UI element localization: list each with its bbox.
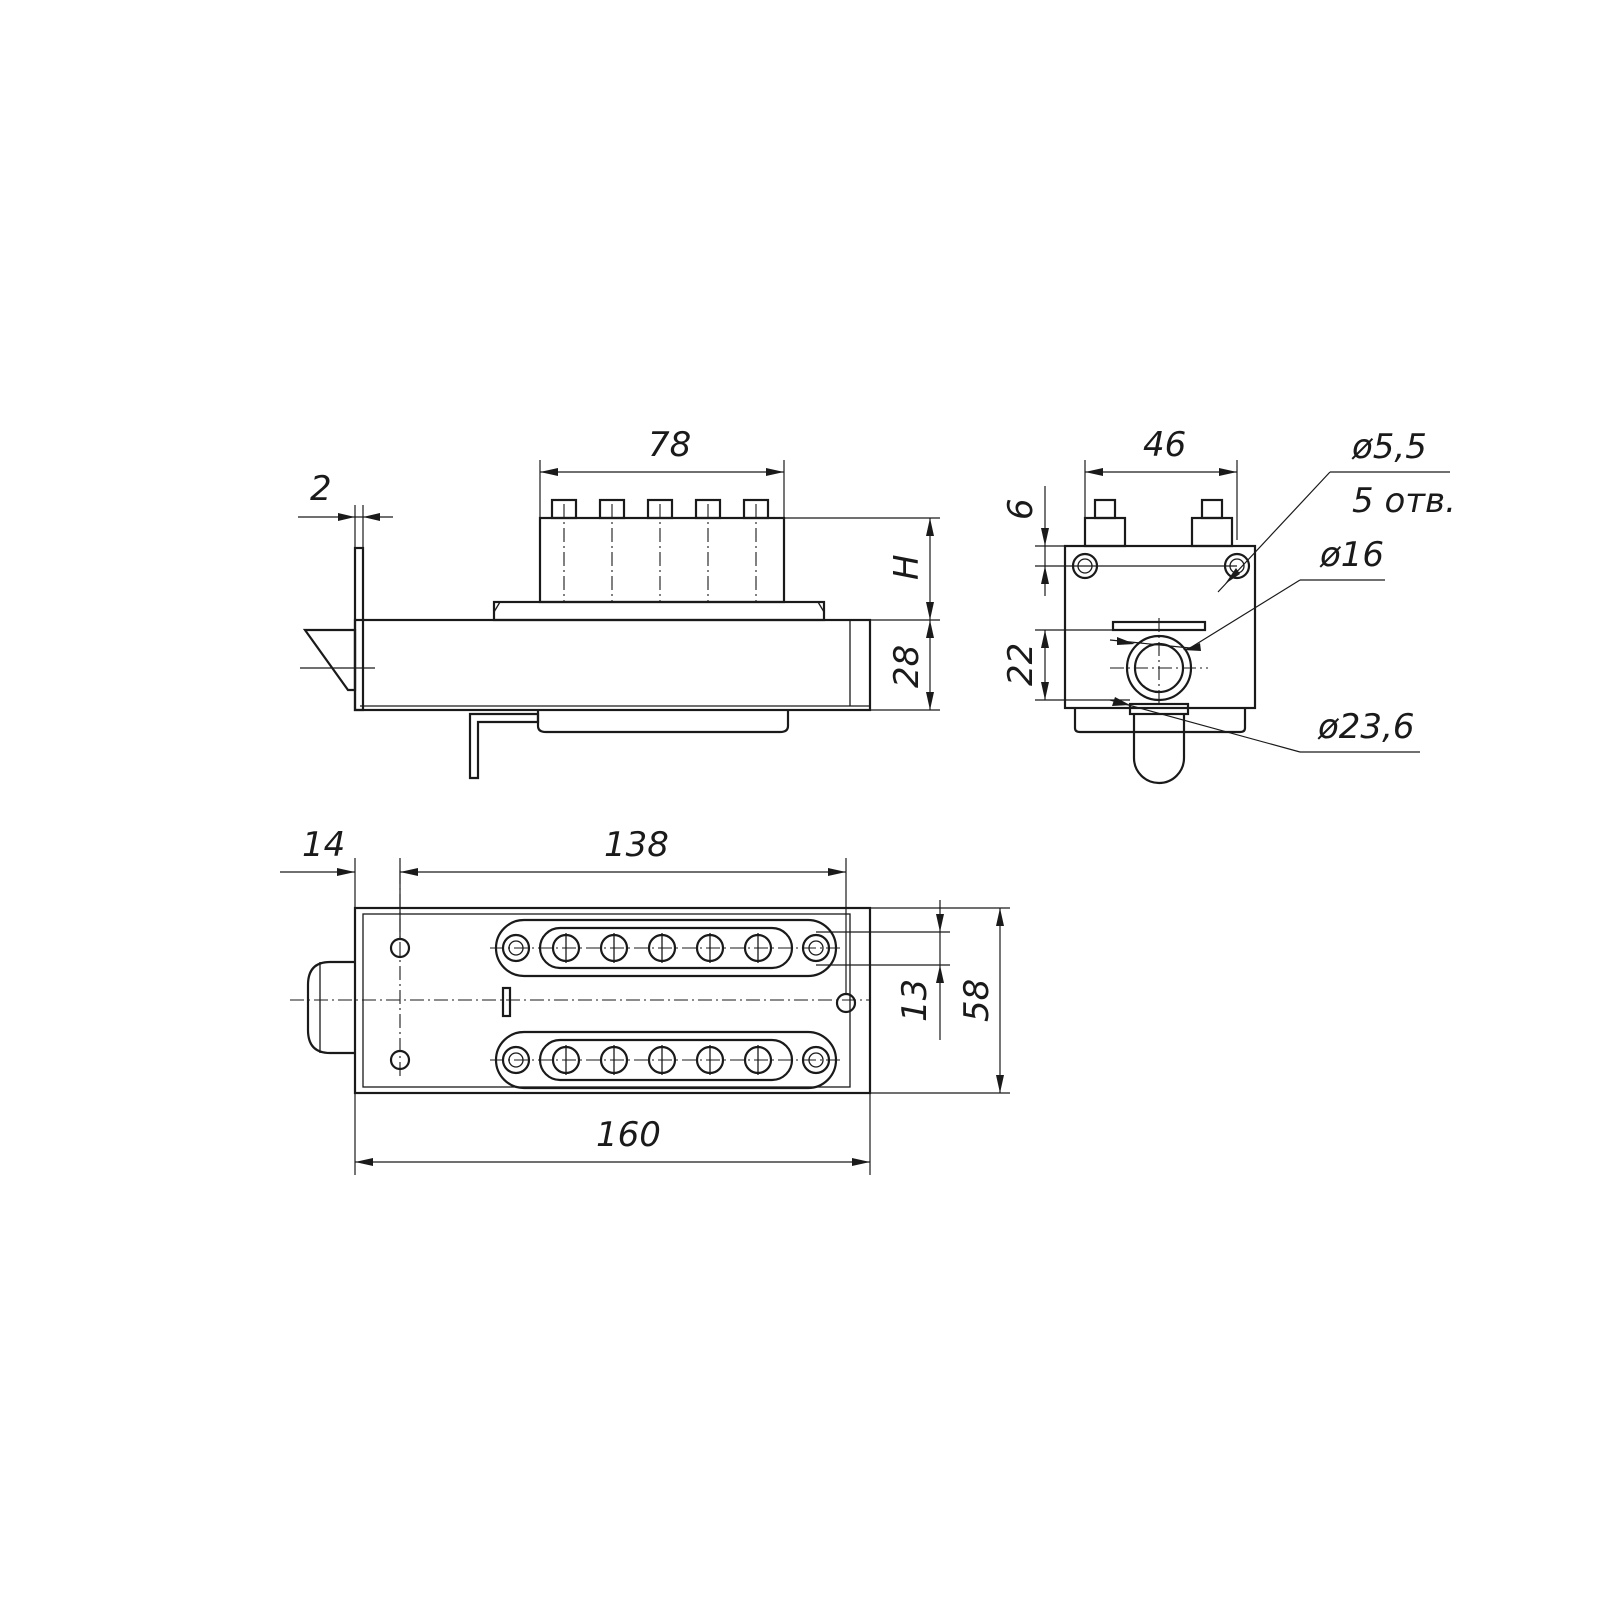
dim-label: ø23,6 bbox=[1317, 707, 1415, 747]
dim-label: ø16 bbox=[1319, 535, 1384, 575]
dim-label: 28 bbox=[887, 645, 927, 688]
leader-outer-diameter: ø23,6 bbox=[1109, 697, 1420, 753]
dim-top-hole-span: 138 bbox=[400, 825, 847, 994]
dim-label: 78 bbox=[648, 425, 691, 465]
side-top-plate bbox=[492, 600, 826, 622]
end-button-cap bbox=[1093, 498, 1117, 520]
side-lever bbox=[468, 712, 540, 780]
dim-label: 46 bbox=[1143, 425, 1186, 465]
dim-button-span: 78 bbox=[539, 425, 785, 518]
dim-end-width: 46 bbox=[1084, 425, 1238, 540]
dim-plate-thickness: 2 bbox=[298, 469, 393, 548]
dim-label: 160 bbox=[596, 1115, 661, 1155]
dim-body-height: 28 bbox=[870, 620, 940, 711]
side-buttons bbox=[550, 498, 770, 602]
dim-top-overall-length: 160 bbox=[354, 1093, 871, 1175]
top-button-row-upper bbox=[490, 918, 840, 978]
top-mounting-hole bbox=[835, 992, 857, 1014]
dim-label: 22 bbox=[1001, 643, 1041, 686]
side-body bbox=[353, 618, 872, 712]
top-button-row-lower bbox=[490, 1030, 840, 1090]
side-bottom-cover bbox=[536, 710, 790, 734]
end-button bbox=[1083, 516, 1127, 548]
dim-label: 58 bbox=[957, 979, 997, 1022]
dim-end-offset: 6 bbox=[1001, 486, 1237, 596]
dim-label: ø5,5 bbox=[1351, 427, 1427, 467]
dim-top-width: 58 bbox=[870, 907, 1010, 1094]
dim-label: H bbox=[887, 554, 927, 580]
end-body bbox=[1063, 544, 1257, 710]
dim-height: H bbox=[784, 517, 940, 621]
end-key-housing bbox=[1132, 714, 1186, 785]
side-latch-tongue bbox=[302, 628, 357, 692]
end-view: 46 6 22 ø5,5 5 отв. bbox=[1001, 425, 1456, 785]
end-bottom-cover bbox=[1073, 708, 1247, 734]
leader-hole-diameter: ø5,5 5 отв. bbox=[1217, 427, 1456, 593]
top-indicator-slot bbox=[501, 986, 512, 1018]
end-button bbox=[1190, 516, 1234, 548]
top-cylinder-housing bbox=[306, 960, 355, 1055]
dim-cylinder-offset: 22 bbox=[1001, 629, 1130, 701]
side-button-block bbox=[538, 516, 786, 604]
dim-label: 6 bbox=[1001, 498, 1041, 520]
leader-cylinder-diameter: ø16 bbox=[1109, 535, 1385, 651]
top-view: 14 138 13 58 bbox=[280, 825, 1010, 1175]
dim-label: 14 bbox=[302, 825, 345, 865]
side-view: 2 78 H 28 bbox=[298, 425, 940, 780]
dim-label: 5 отв. bbox=[1352, 481, 1456, 521]
side-front-plate bbox=[353, 546, 365, 712]
end-button-cap bbox=[1200, 498, 1224, 520]
dim-top-left-offset: 14 bbox=[280, 825, 401, 940]
dim-label: 13 bbox=[895, 979, 935, 1022]
dim-top-rows-offset: 13 bbox=[816, 900, 950, 1040]
dim-label: 2 bbox=[310, 469, 332, 509]
dim-label: 138 bbox=[604, 825, 669, 865]
